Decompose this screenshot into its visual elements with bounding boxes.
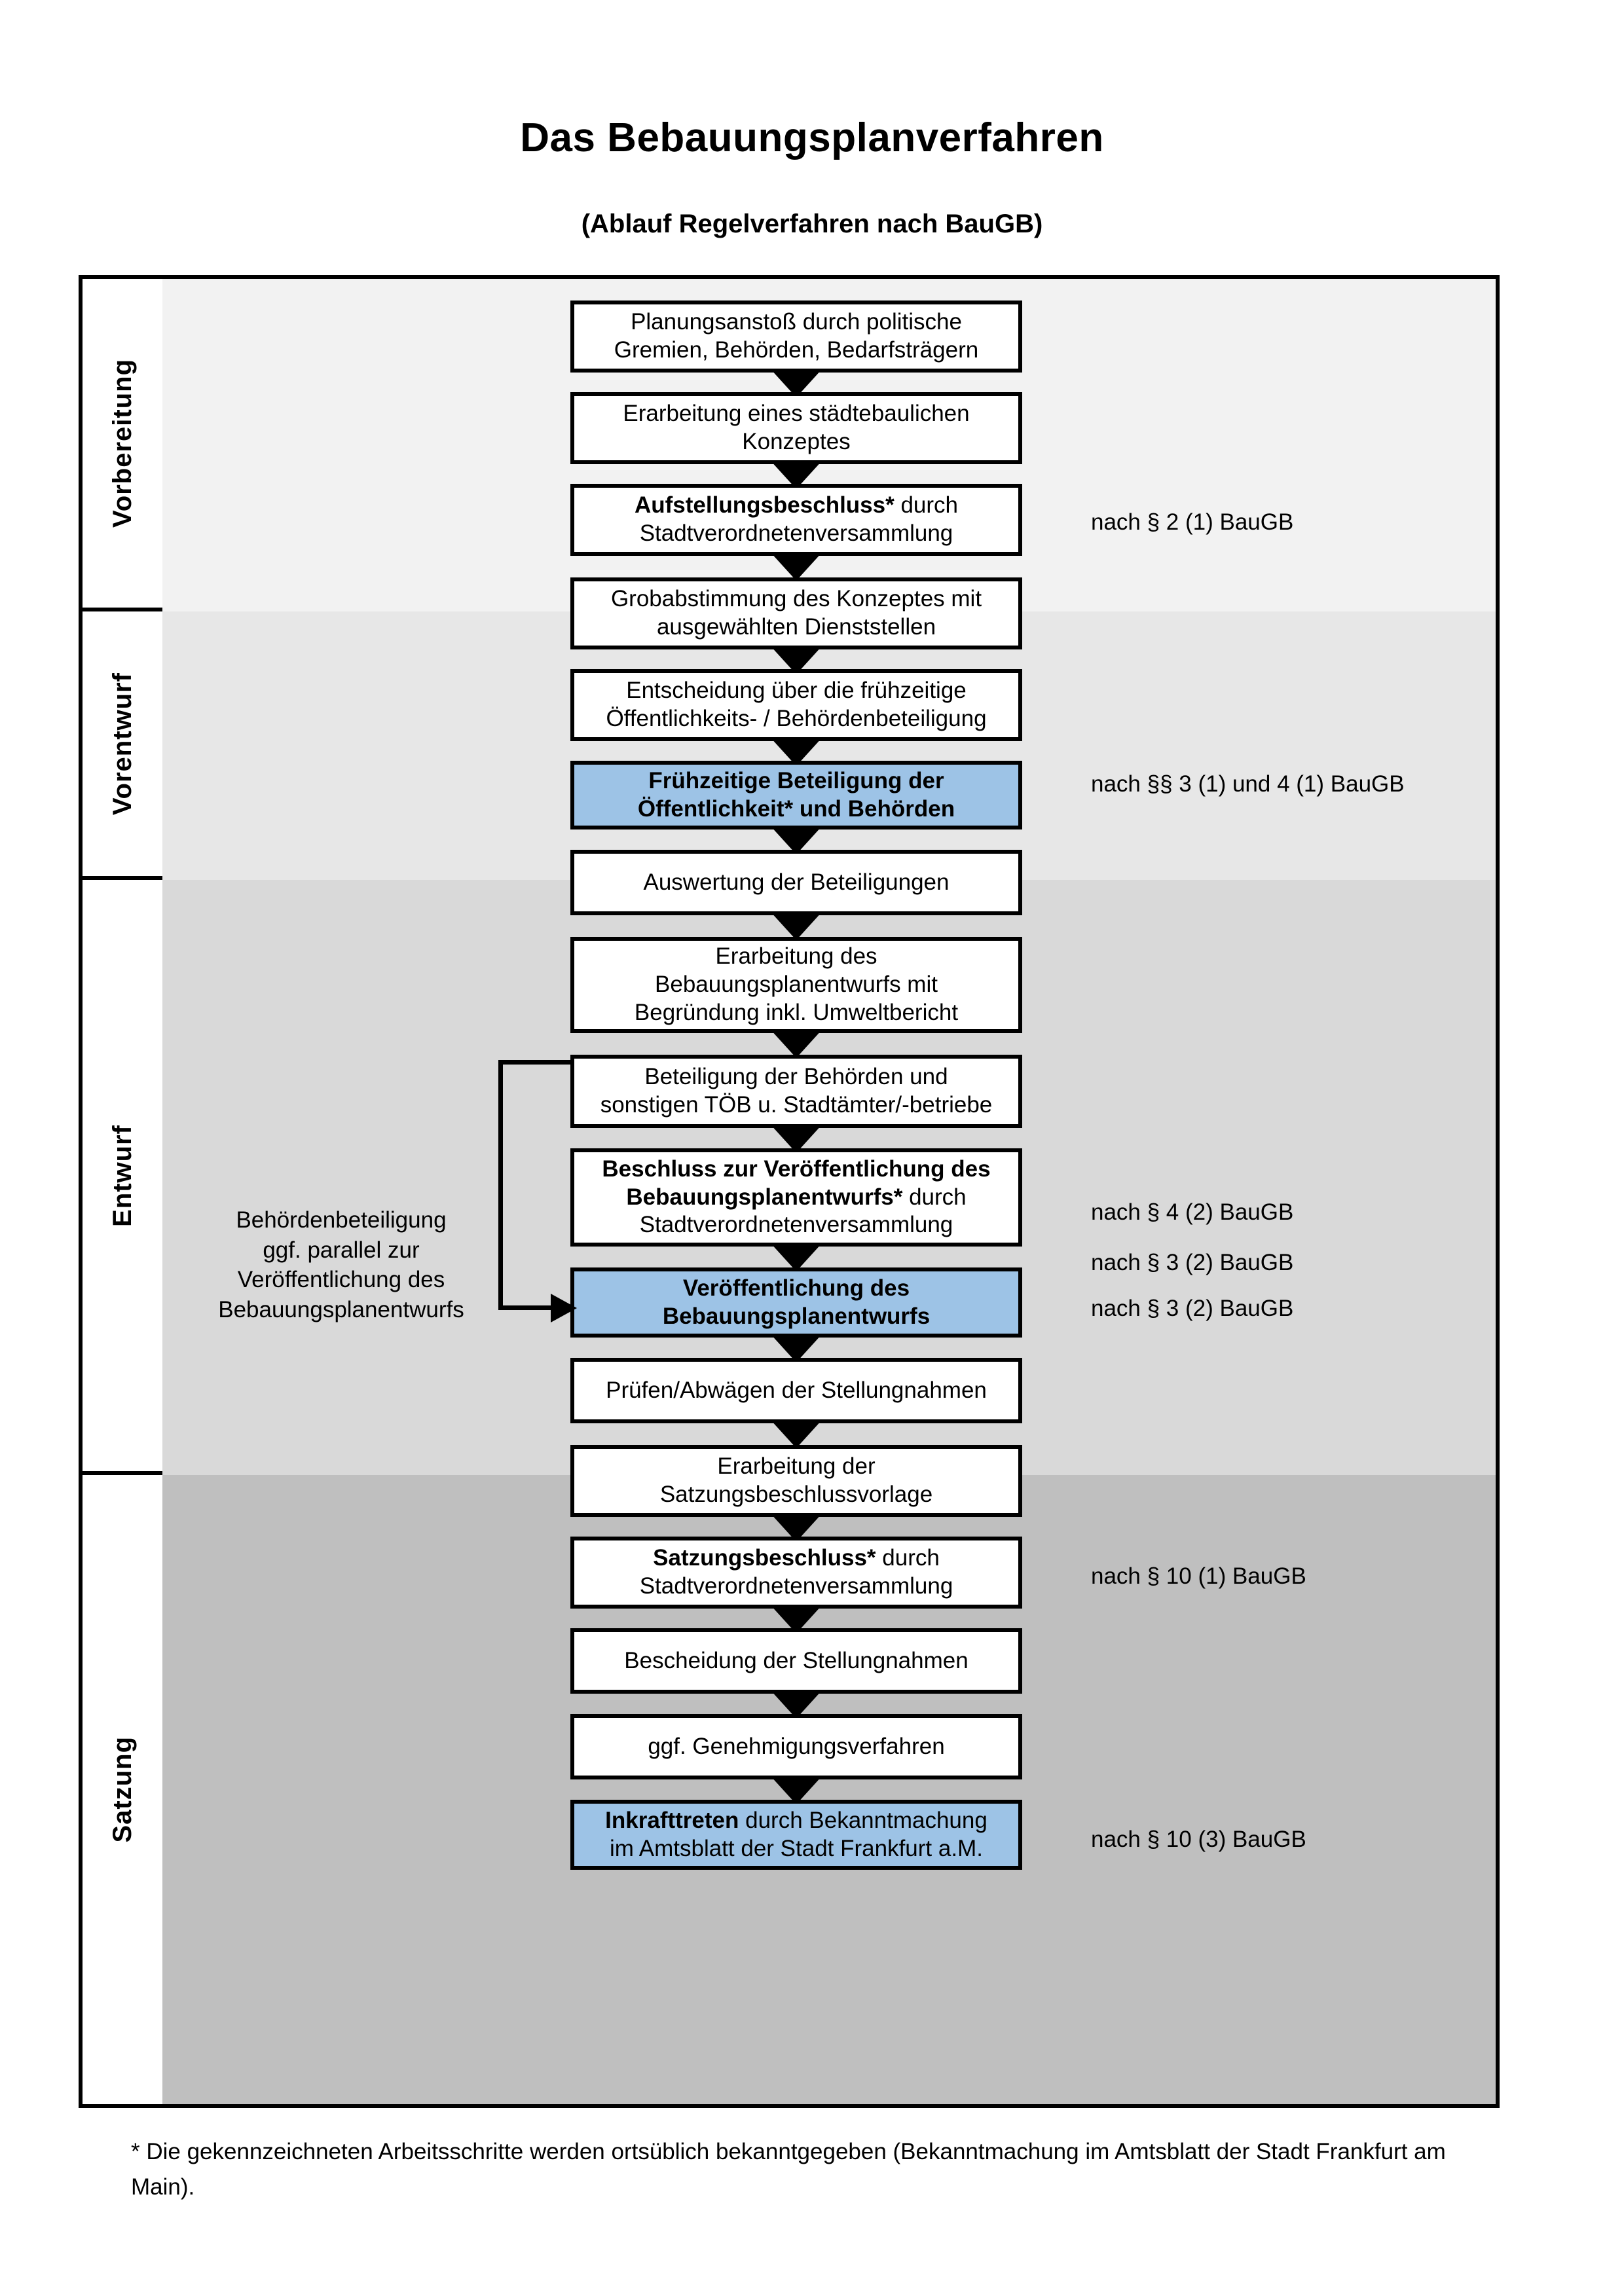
step-box-bescheidung[interactable]: Bescheidung der Stellungnahmen [570,1628,1022,1694]
flow-arrow-down [770,1690,822,1719]
phase-label-entwurf: Entwurf [83,880,162,1475]
legal-ref-p3-2-b: nach § 3 (2) BauGB [1091,1296,1294,1321]
phase-label-text: Vorbereitung [107,359,137,528]
page-subtitle: (Ablauf Regelverfahren nach BauGB) [581,210,1043,238]
flow-arrow-down [770,1419,822,1448]
phase-label-column: Vorbereitung Vorentwurf Entwurf Satzung [83,279,162,2104]
flow-arrow-down [770,826,822,854]
side-note-behoerdenbeteiligung: Behördenbeteiligung ggf. parallel zur Ve… [218,1207,464,1322]
flow-arrow-down [770,1243,822,1271]
bracket-connector-arrowhead [551,1294,577,1322]
legal-ref-p2-1: nach § 2 (1) BauGB [1091,509,1294,535]
bracket-connector-bottom [498,1305,556,1310]
bracket-connector-top [498,1060,572,1065]
bracket-connector-vertical [498,1060,503,1310]
flow-arrow-down [770,1124,822,1153]
phase-label-text: Entwurf [107,1124,137,1227]
step-box-genehmigungsverfahren[interactable]: ggf. Genehmigungsverfahren [570,1714,1022,1779]
legal-ref-p10-3: nach § 10 (3) BauGB [1091,1827,1306,1852]
legal-ref-p3-1-p4-1: nach §§ 3 (1) und 4 (1) BauGB [1091,771,1405,797]
flow-arrow-down [770,911,822,940]
footnote-text: * Die gekennzeichneten Arbeitsschritte w… [131,2139,1446,2200]
page-title: Das Bebauungsplanverfahren [520,115,1104,160]
legal-ref-p3-2-a: nach § 3 (2) BauGB [1091,1250,1294,1275]
phase-label-vorentwurf: Vorentwurf [83,611,162,880]
flow-arrow-down [770,1334,822,1362]
flowchart-frame: Vorbereitung Vorentwurf Entwurf Satzung … [79,275,1500,2108]
flow-arrow-down [770,552,822,581]
flow-arrow-down [770,1776,822,1804]
step-box-auswertung[interactable]: Auswertung der Beteiligungen [570,850,1022,915]
phase-label-satzung: Satzung [83,1475,162,2104]
legal-ref-p4-2: nach § 4 (2) BauGB [1091,1199,1294,1225]
phase-label-text: Vorentwurf [107,672,137,816]
band-vorentwurf [162,611,1496,880]
phase-label-vorbereitung: Vorbereitung [83,279,162,611]
legal-ref-p10-1: nach § 10 (1) BauGB [1091,1563,1306,1589]
flow-arrow-down [770,1029,822,1058]
phase-label-text: Satzung [107,1736,137,1843]
step-box-pruefen-abwaegen[interactable]: Prüfen/Abwägen der Stellungnahmen [570,1358,1022,1423]
